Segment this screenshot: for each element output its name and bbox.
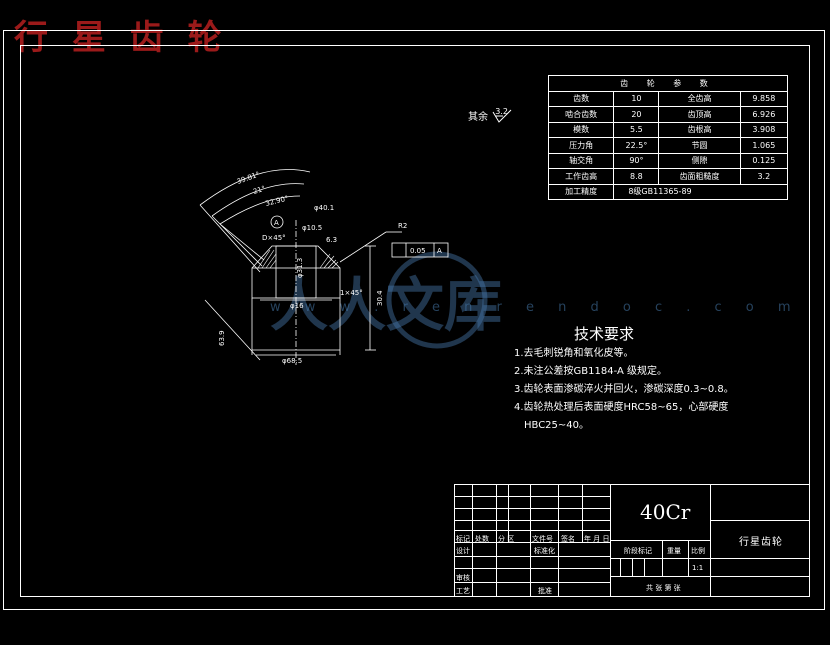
dimension-label: 30.4 xyxy=(376,290,384,306)
watermark-url: w w w . r e n r e n d o c . c o m xyxy=(270,300,801,315)
dimension-label: φ40.1 xyxy=(314,204,334,212)
sheet-outer-border xyxy=(3,30,825,610)
dimension-label: D×45° xyxy=(262,234,286,242)
roughness-value: 3.2 xyxy=(495,107,508,116)
param-label: 轴交角 xyxy=(547,152,615,169)
param-label: 节圆 xyxy=(658,137,741,154)
dimension-label: 6.3 xyxy=(326,236,337,244)
param-value: 8.8 xyxy=(613,168,660,185)
dimension-label: 21° xyxy=(252,184,266,195)
param-label: 侧隙 xyxy=(658,152,741,169)
dimension-label: 0.05 xyxy=(410,247,426,255)
param-label: 齿顶高 xyxy=(658,106,741,123)
param-value: 10 xyxy=(613,90,660,107)
label-count: 处数 xyxy=(475,535,489,543)
label-process: 工艺 xyxy=(456,587,470,595)
dimension-label: φ16 xyxy=(290,302,304,310)
label-standardize: 标准化 xyxy=(534,547,555,555)
dimension-label: 63.9 xyxy=(218,330,226,346)
param-label: 啮合齿数 xyxy=(547,106,615,123)
watermark-logo-text: 人人文库 xyxy=(270,271,502,339)
param-value: 3.2 xyxy=(739,168,789,185)
gear-section-drawing: 39.81° 21° 32.90° φ40.1 φ10.5 D×45° R2 0… xyxy=(199,169,449,365)
label-weight: 重量 xyxy=(667,547,681,555)
part-name: 行星齿轮 xyxy=(739,537,783,548)
datum-label: A xyxy=(437,247,442,255)
param-value: 90° xyxy=(613,152,660,169)
watermark-logo-icon: 人人文库 xyxy=(270,251,502,349)
param-label: 加工精度 xyxy=(547,183,615,200)
param-label: 齿数 xyxy=(547,90,615,107)
title-block xyxy=(454,484,810,597)
label-approve: 批准 xyxy=(538,587,552,595)
label-zone: 分 区 xyxy=(498,535,515,543)
param-value: 3.908 xyxy=(739,121,789,138)
param-value: 8级GB11365-89 xyxy=(613,183,788,200)
scale-value: 1:1 xyxy=(692,564,704,572)
dimension-label: 32.90° xyxy=(265,194,290,207)
title-block-grid: 标记 处数 分 区 文件号 签名 年 月 日 设计 标准化 审核 工艺 批准 阶… xyxy=(454,484,810,597)
list-item: 3.齿轮表面渗碳淬火并回火，渗碳深度0.3~0.8。 xyxy=(514,384,734,395)
label-sheet: 共 张 第 张 xyxy=(646,584,681,592)
tech-requirements-title: 技术要求 xyxy=(574,325,635,343)
label-sign: 签名 xyxy=(561,535,575,543)
dimension-label: R2 xyxy=(398,222,407,230)
sheet-inner-border xyxy=(20,45,810,597)
dimension-label: 1×45° xyxy=(340,289,363,297)
gear-table-header: 齿 轮 参 数 xyxy=(548,75,788,92)
dimension-label: 39.81° xyxy=(236,170,261,186)
dimension-label: φ68.5 xyxy=(282,357,302,365)
technical-requirements: 技术要求 1.去毛刺锐角和氧化皮等。 2.未注公差按GB1184-A 级规定。 … xyxy=(514,325,804,435)
param-value: 6.926 xyxy=(739,106,789,123)
label-design: 设计 xyxy=(456,547,470,555)
param-value: 9.858 xyxy=(739,90,789,107)
dim-arc-outer xyxy=(199,169,311,206)
param-value: 22.5° xyxy=(613,137,660,154)
roughness-note: 其余 3.2 xyxy=(468,107,512,124)
param-label: 齿面粗糙度 xyxy=(658,168,741,185)
param-label: 全齿高 xyxy=(658,90,741,107)
param-value: 20 xyxy=(613,106,660,123)
material-value: 40Cr xyxy=(640,500,691,524)
drawing-title-stamp: 行 星 齿 轮 xyxy=(14,18,228,58)
list-item: HBC25~40。 xyxy=(524,420,590,431)
roughness-label: 其余 xyxy=(468,112,488,123)
label-scale: 比例 xyxy=(691,547,705,555)
label-date: 年 月 日 xyxy=(584,535,610,543)
param-value: 0.125 xyxy=(739,152,789,169)
label-review: 审核 xyxy=(456,574,470,582)
param-label: 齿根高 xyxy=(658,121,741,138)
list-item: 2.未注公差按GB1184-A 级规定。 xyxy=(514,366,668,377)
label-stage-mark: 阶段标记 xyxy=(624,547,652,555)
param-label: 模数 xyxy=(547,121,615,138)
param-value: 1.065 xyxy=(739,137,789,154)
dimension-label: φ10.5 xyxy=(302,224,322,232)
param-value: 5.5 xyxy=(613,121,660,138)
list-item: 4.齿轮热处理后表面硬度HRC58~65，心部硬度 xyxy=(514,402,729,413)
label-mark: 标记 xyxy=(456,535,470,543)
param-label: 压力角 xyxy=(547,137,615,154)
roughness-symbol-icon xyxy=(492,109,512,123)
param-label: 工作齿高 xyxy=(547,168,615,185)
label-doc-no: 文件号 xyxy=(532,535,553,543)
dimension-label: φ31.3 xyxy=(296,258,304,278)
datum-label: A xyxy=(274,219,279,227)
list-item: 1.去毛刺锐角和氧化皮等。 xyxy=(514,348,634,359)
